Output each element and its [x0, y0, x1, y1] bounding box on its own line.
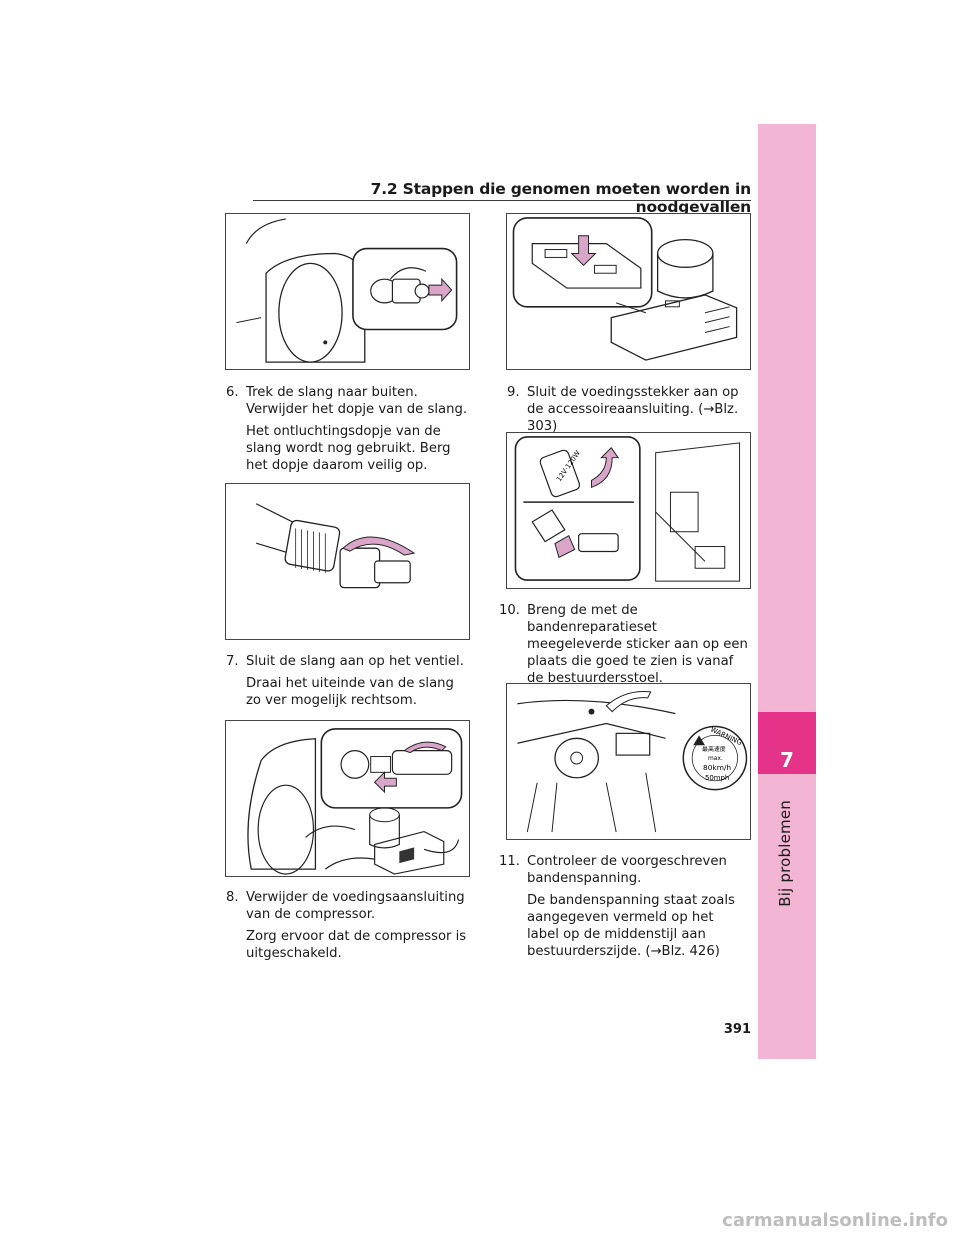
- accessory-socket-illustration: 12V·120W: [514, 436, 741, 582]
- sticker-kmh: 80km/h: [703, 763, 731, 772]
- step-note: Zorg ervoor dat de compressor is uitgesc…: [246, 929, 467, 961]
- step-text: Sluit de slang aan op het ventiel.: [246, 654, 464, 669]
- cap-removal-illustration: [255, 503, 416, 589]
- section-header: 7.2 Stappen die genomen moeten worden in…: [370, 180, 752, 216]
- sticker-placement-illustration: WARNING 最高速度 max. 80km/h 50mph: [517, 690, 748, 833]
- header-rule: [253, 200, 751, 201]
- sticker-mph: 50mph: [705, 774, 729, 782]
- step-number: 8.: [226, 890, 239, 905]
- figure-hose-connect: [225, 720, 470, 877]
- step-note: De bandenspanning staat zoals aangegeven…: [527, 893, 735, 959]
- hose-removal-illustration: [236, 218, 458, 363]
- figure-hose-removal: [225, 213, 470, 370]
- step-number: 6.: [226, 385, 239, 400]
- step-text: Sluit de voedingsstekker aan op de acces…: [527, 385, 739, 434]
- step-note: Draai het uiteinde van de slang zo ver m…: [246, 676, 454, 708]
- chapter-number-block: 7: [758, 712, 816, 774]
- sticker-max: max.: [708, 756, 723, 762]
- step-number: 10.: [499, 603, 520, 618]
- step-number: 7.: [226, 654, 239, 669]
- figure-sticker-placement: WARNING 最高速度 max. 80km/h 50mph: [506, 683, 751, 840]
- chapter-tab: [758, 124, 816, 1059]
- chapter-number: 7: [780, 748, 794, 772]
- step-11: 11. Controleer de voorgeschreven bandens…: [499, 853, 749, 965]
- chapter-title: Bij problemen: [776, 800, 794, 907]
- page-number: 391: [723, 1022, 751, 1037]
- step-9: 9. Sluit de voedingsstekker aan op de ac…: [507, 384, 749, 440]
- step-7: 7. Sluit de slang aan op het ventiel. Dr…: [226, 653, 468, 714]
- hose-connect-illustration: [247, 728, 463, 875]
- step-text: Breng de met de bandenreparatieset meege…: [527, 603, 748, 686]
- figure-cap-removal: [225, 483, 470, 640]
- step-text: Controleer de voorgeschreven bandenspann…: [527, 854, 727, 886]
- step-10: 10. Breng de met de bandenreparatieset m…: [499, 602, 749, 692]
- step-note: Het ontluchtingsdopje van de slang wordt…: [246, 424, 451, 473]
- step-text: Verwijder de voedingsaansluiting van de …: [246, 890, 465, 922]
- power-plug-illustration: [512, 217, 738, 361]
- step-6: 6. Trek de slang naar buiten. Verwijder …: [226, 384, 468, 479]
- figure-accessory-socket: 12V·120W: [506, 432, 751, 589]
- step-number: 11.: [499, 854, 520, 869]
- step-number: 9.: [507, 385, 520, 400]
- sticker-line1: 最高速度: [702, 745, 726, 753]
- step-8: 8. Verwijder de voedingsaansluiting van …: [226, 889, 468, 967]
- figure-power-plug: [506, 213, 751, 370]
- step-text: Trek de slang naar buiten. Verwijder het…: [246, 385, 468, 417]
- watermark: carmanualsonline.info: [722, 1210, 948, 1231]
